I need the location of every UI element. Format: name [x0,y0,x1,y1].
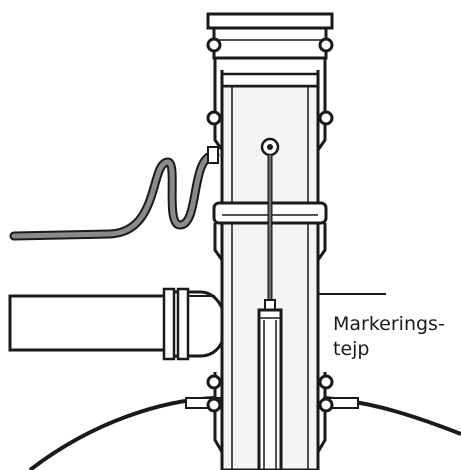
top-cap [206,12,334,60]
tank-dome [28,396,461,470]
o-ring-seals [206,37,334,413]
inlet-pipe [8,287,227,361]
probe-rod [260,137,280,311]
signal-cable [9,146,220,241]
sensor-probe [257,308,283,470]
marking-tape-label: Markerings- tejp [333,313,445,360]
